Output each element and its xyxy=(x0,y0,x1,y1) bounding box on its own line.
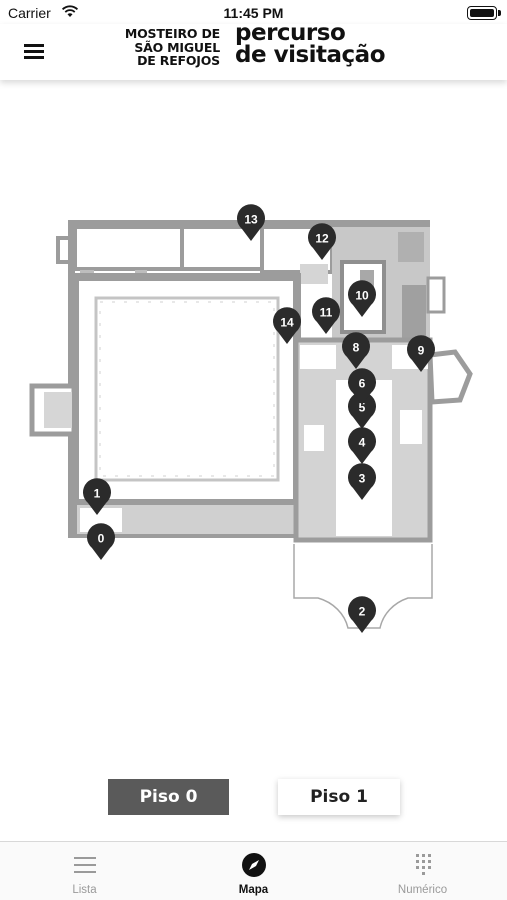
carrier-label: Carrier xyxy=(8,5,51,21)
menu-button[interactable] xyxy=(22,41,48,63)
map-marker-label: 14 xyxy=(280,316,294,330)
tab-label: Mapa xyxy=(238,884,269,896)
map-pin-icon xyxy=(237,204,265,241)
status-bar: Carrier 11:45 PM xyxy=(0,0,507,24)
map-marker-3[interactable]: 3 xyxy=(348,463,376,500)
map-marker-label: 10 xyxy=(355,289,369,303)
menu-line-icon xyxy=(24,50,44,53)
map-marker-6[interactable]: 6 xyxy=(348,368,376,405)
wifi-icon xyxy=(61,5,79,17)
logo-line: MOSTEIRO DE xyxy=(124,26,220,41)
tab-numerico[interactable]: Numérico xyxy=(338,842,507,900)
tab-bar: Lista Mapa Numérico xyxy=(0,841,507,900)
map-marker-12[interactable]: 12 xyxy=(307,223,336,260)
floor-1-button[interactable]: Piso 1 xyxy=(278,779,400,815)
map-pin-icon xyxy=(83,478,112,515)
map-marker-8[interactable]: 8 xyxy=(342,332,371,369)
map-marker-1[interactable]: 1 xyxy=(83,478,112,515)
map-marker-13[interactable]: 13 xyxy=(237,204,265,241)
map-marker-label: 6 xyxy=(359,377,366,391)
map-marker-label: 1 xyxy=(94,487,101,501)
logo-monastery-name: MOSTEIRO DE SÃO MIGUEL DE REFOJOS xyxy=(96,27,220,68)
map-marker-10[interactable]: 10 xyxy=(348,280,376,317)
map-marker-2[interactable]: 2 xyxy=(348,596,376,633)
tab-lista[interactable]: Lista xyxy=(0,842,169,900)
logo-title: percurso de visitação xyxy=(235,20,386,68)
map-marker-4[interactable]: 4 xyxy=(348,427,376,464)
map-marker-14[interactable]: 14 xyxy=(272,307,301,344)
map-marker-label: 0 xyxy=(98,532,105,546)
map-pin-icon xyxy=(348,280,376,317)
map-marker-11[interactable]: 11 xyxy=(312,297,341,334)
map-marker-label: 13 xyxy=(244,213,258,227)
map-marker-label: 3 xyxy=(359,472,366,486)
map-marker-label: 9 xyxy=(418,344,425,358)
menu-line-icon xyxy=(24,56,44,59)
building-outline xyxy=(29,220,473,629)
map-pin-icon xyxy=(348,596,376,633)
compass-icon xyxy=(242,853,266,877)
battery-icon xyxy=(467,6,501,20)
map-marker-label: 2 xyxy=(359,605,366,619)
map-pin-icon xyxy=(307,223,336,260)
map-marker-0[interactable]: 0 xyxy=(87,523,115,560)
map-marker-5[interactable]: 5 xyxy=(348,392,376,429)
map-marker-9[interactable]: 9 xyxy=(407,335,436,372)
logo-title-line: de visitação xyxy=(235,42,386,68)
map-pin-icon xyxy=(272,307,301,344)
app-header: MOSTEIRO DE SÃO MIGUEL DE REFOJOS percur… xyxy=(0,20,507,80)
menu-line-icon xyxy=(24,44,44,47)
map-marker-label: 4 xyxy=(359,436,366,450)
tab-mapa[interactable]: Mapa xyxy=(169,842,338,900)
tab-label: Lista xyxy=(72,884,97,896)
list-icon xyxy=(74,857,96,873)
clock: 11:45 PM xyxy=(223,5,284,21)
map-marker-label: 5 xyxy=(359,401,366,415)
map-pin-icon xyxy=(342,332,371,369)
map-pin-icon xyxy=(348,368,376,405)
map-pin-icon xyxy=(348,427,376,464)
map-pin-icon xyxy=(87,523,115,560)
tab-label: Numérico xyxy=(397,884,448,896)
logo-line: DE REFOJOS xyxy=(137,53,220,68)
keypad-icon xyxy=(416,854,431,875)
map-marker-label: 12 xyxy=(315,232,329,246)
map-pin-icon xyxy=(312,297,341,334)
floor-0-button[interactable]: Piso 0 xyxy=(108,779,229,815)
logo-title-line: percurso xyxy=(235,20,346,46)
map-marker-label: 8 xyxy=(353,341,360,355)
map-pin-icon xyxy=(348,392,376,429)
map-marker-label: 11 xyxy=(320,306,333,320)
map-pin-icon xyxy=(348,463,376,500)
map-pin-icon xyxy=(407,335,436,372)
logo-line: SÃO MIGUEL xyxy=(134,39,220,55)
